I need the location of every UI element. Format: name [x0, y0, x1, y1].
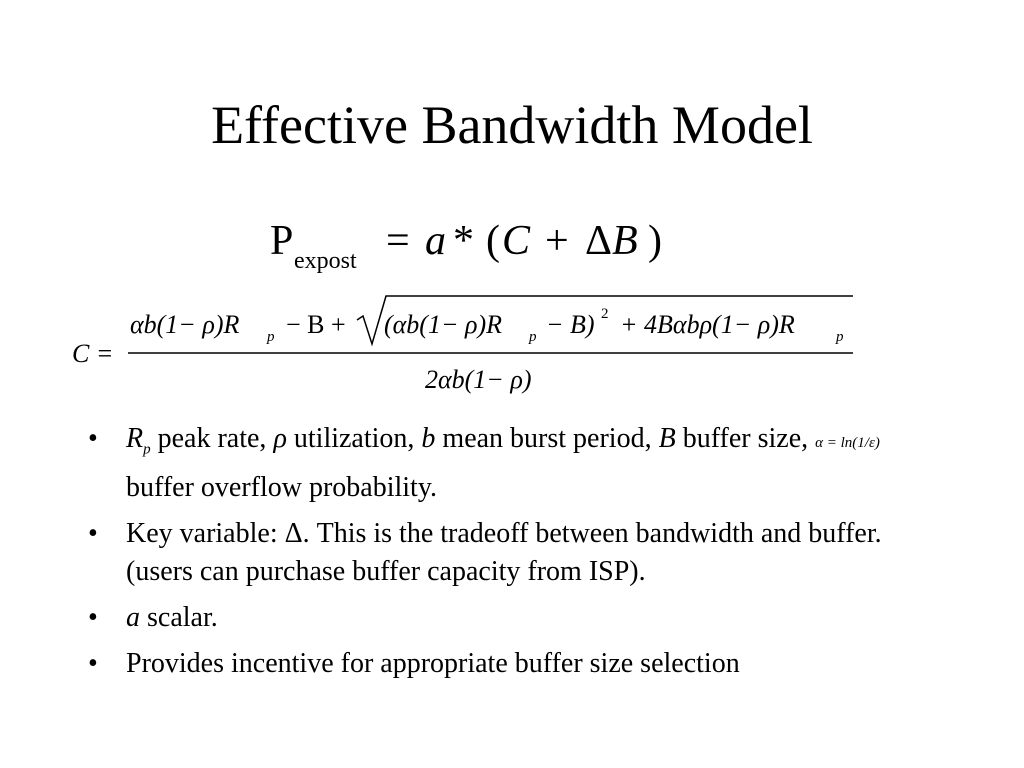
- formula1-star: *: [453, 218, 474, 264]
- scalar-text: scalar.: [140, 601, 218, 633]
- radicand-sub1: p: [528, 329, 537, 345]
- formula1-equals: =: [386, 218, 410, 264]
- numerator-left-sub: p: [266, 329, 275, 345]
- buffer-size-text: buffer size,: [675, 423, 809, 454]
- peak-rate-text: peak rate,: [150, 423, 274, 454]
- burst-text: mean burst period,: [435, 423, 659, 454]
- a-symbol: a: [126, 601, 140, 633]
- rp-symbol: R: [126, 423, 144, 454]
- rp-subscript: p: [143, 441, 151, 458]
- formula1-delta: Δ: [585, 218, 612, 264]
- formula1-b: B: [612, 218, 638, 264]
- rho-symbol: ρ: [273, 423, 287, 454]
- radicand-part2: − B): [546, 310, 595, 339]
- alpha-formula: α = ln(1/ε): [815, 435, 880, 451]
- numerator-left: αb(1− ρ)R: [130, 310, 239, 339]
- formula-expost-price: P expost = a * ( C + Δ B ): [270, 218, 662, 274]
- bullet-incentive: Provides incentive for appropriate buffe…: [84, 645, 934, 683]
- formula1-c: C: [502, 218, 531, 264]
- numerator-minus-b: − B +: [286, 310, 346, 339]
- sqrt-sign: [356, 295, 853, 347]
- formula-c-definition: C = αb(1− ρ)R p − B + (αb(1− ρ)R p − B) …: [72, 295, 853, 394]
- radicand-part1: (αb(1− ρ)R: [384, 310, 502, 339]
- formula1-a: a: [425, 218, 446, 264]
- radicand-sub2: p: [835, 329, 844, 345]
- formula2-lhs: C =: [72, 339, 113, 368]
- formula1-subscript: expost: [294, 248, 357, 274]
- b-symbol: b: [421, 423, 436, 454]
- big-b-symbol: B: [658, 423, 676, 454]
- formula1-paren-close: ): [648, 218, 662, 264]
- formula-block: P expost = a * ( C + Δ B ) C = αb(1− ρ)R…: [72, 218, 853, 394]
- formula1-p: P: [270, 218, 293, 264]
- bullet-definitions: Rp peak rate, ρ utilization, b mean burs…: [84, 420, 934, 507]
- bullet-key-variable: Key variable: Δ. This is the tradeoff be…: [84, 515, 934, 591]
- bullet-list: Rp peak rate, ρ utilization, b mean burs…: [84, 420, 934, 691]
- radicand-sup: 2: [601, 306, 609, 322]
- radicand-part3: + 4Bαbρ(1− ρ)R: [620, 310, 795, 339]
- denominator: 2αb(1− ρ): [425, 365, 532, 394]
- utilization-text: utilization,: [286, 423, 422, 454]
- overflow-text: buffer overflow probability.: [126, 471, 438, 503]
- formula1-plus: +: [545, 218, 569, 264]
- slide-title: Effective Bandwidth Model: [211, 95, 813, 155]
- bullet-scalar: a scalar.: [84, 599, 934, 637]
- formula1-paren-open: (: [486, 218, 500, 264]
